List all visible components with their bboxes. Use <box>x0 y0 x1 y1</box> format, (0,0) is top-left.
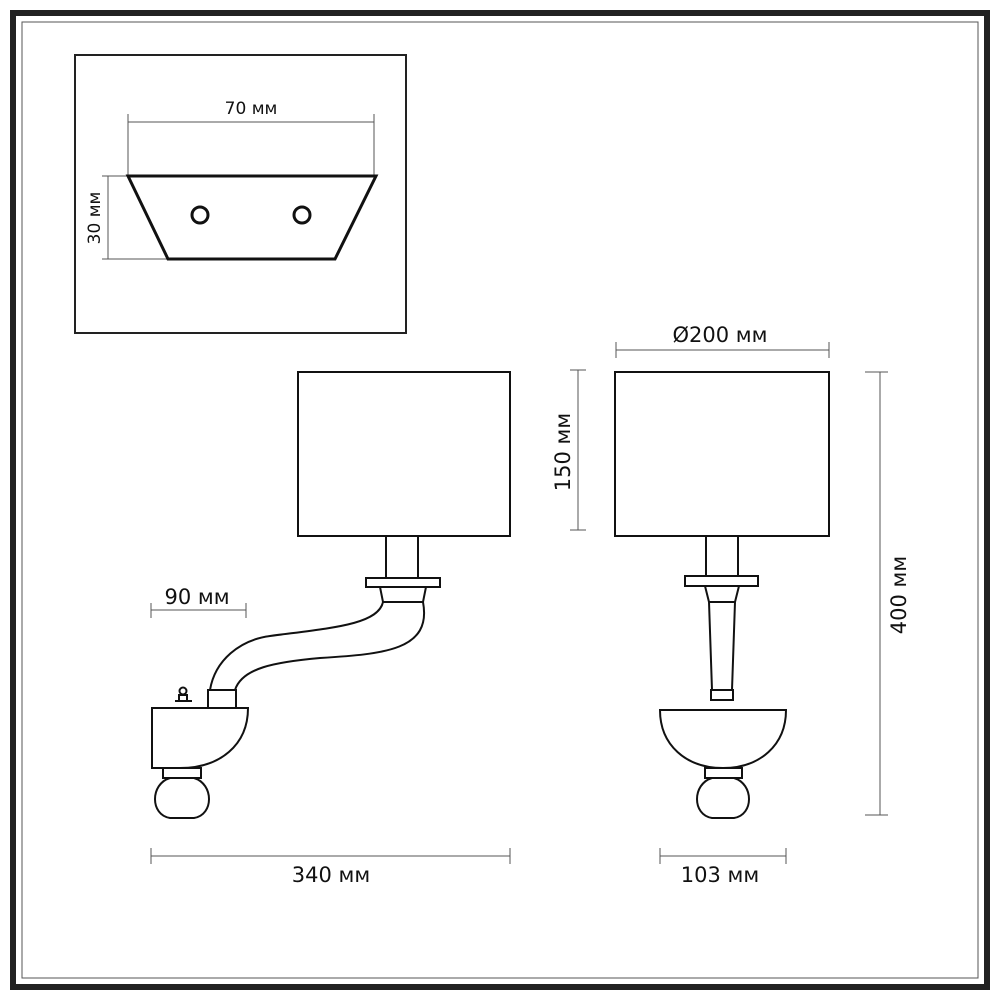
base-width-label: 103 мм <box>681 863 759 887</box>
front-cup-plate <box>684 575 759 587</box>
side-finial <box>154 777 210 819</box>
outer-frame <box>10 10 990 990</box>
side-shade <box>297 371 511 537</box>
screw-hole-right <box>292 205 312 225</box>
screw-hole-left <box>190 205 210 225</box>
mount-height-label: 30 мм <box>85 192 105 245</box>
front-column-joint <box>710 689 734 701</box>
mount-inset: 70 мм 30 мм <box>74 54 407 334</box>
side-stem <box>385 535 419 579</box>
side-arm <box>209 601 426 691</box>
shade-diameter-label: Ø200 мм <box>673 323 768 347</box>
front-finial <box>696 777 750 819</box>
total-height-label: 400 мм <box>887 556 911 634</box>
front-base-cup <box>658 709 788 770</box>
side-base-cup <box>151 707 250 769</box>
switch-icon <box>175 686 192 702</box>
shade-height-label: 150 мм <box>551 413 575 491</box>
side-finial-ring <box>162 767 202 779</box>
front-view <box>614 371 830 819</box>
mount-width-label: 70 мм <box>225 99 278 119</box>
side-collar <box>378 586 428 603</box>
total-depth-label: 340 мм <box>292 863 370 887</box>
front-shade <box>614 371 830 537</box>
front-dims: Ø200 мм 400 мм 103 мм <box>615 323 911 887</box>
inset-frame <box>74 54 407 334</box>
side-cup-plate <box>365 577 441 588</box>
wall-offset-label: 90 мм <box>164 585 229 609</box>
inner-frame <box>21 21 979 979</box>
side-view <box>151 371 511 819</box>
front-finial-ring <box>704 767 743 779</box>
mount-plate <box>125 174 379 261</box>
front-stem <box>705 535 739 577</box>
side-dims: 90 мм 340 мм 150 мм <box>150 369 586 887</box>
side-arm-joint <box>207 689 237 709</box>
